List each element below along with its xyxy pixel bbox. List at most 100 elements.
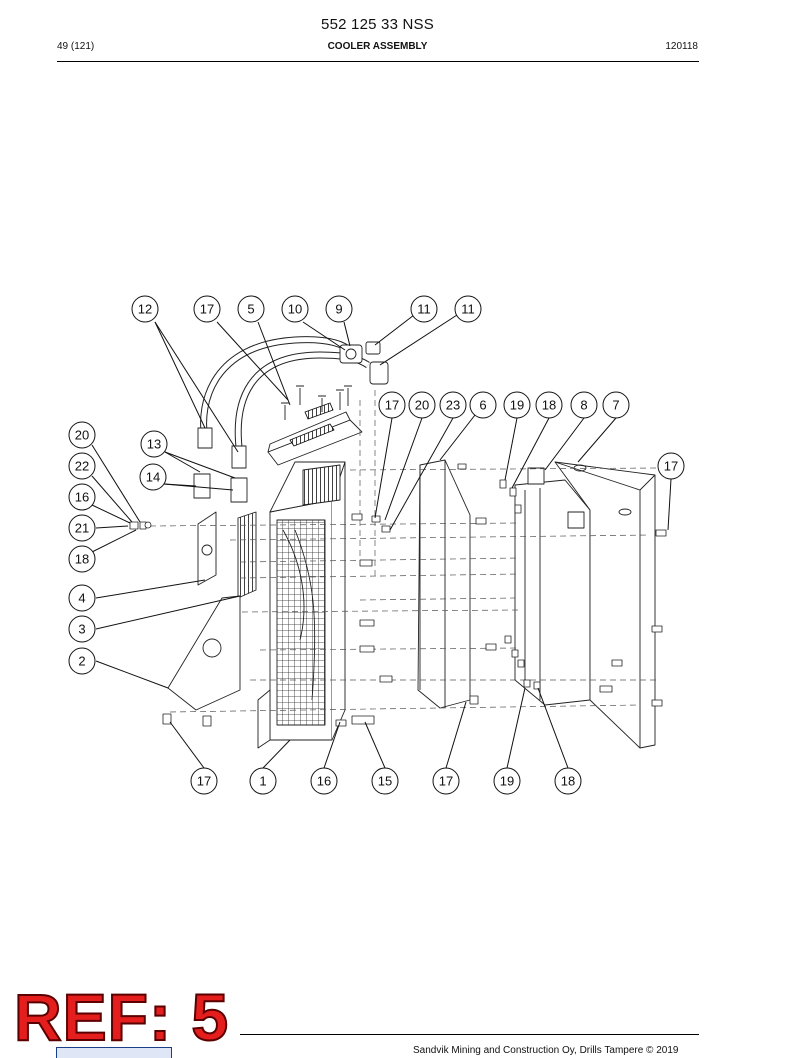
callout-balloon: 20	[408, 391, 436, 419]
leader-line	[544, 417, 585, 471]
callout-circle	[454, 295, 482, 323]
callout-balloon: 18	[554, 767, 582, 795]
callout-circle	[439, 391, 467, 419]
leader-line	[169, 721, 205, 769]
fan-shroud	[417, 459, 471, 709]
fan-grille	[276, 519, 326, 726]
callout-number: 5	[247, 302, 254, 317]
hose-fitting	[231, 445, 247, 469]
leader-line	[445, 701, 467, 769]
leader-line	[154, 321, 239, 453]
leader-line	[504, 417, 518, 481]
footer-copyright: Sandvik Mining and Construction Oy, Dril…	[413, 1045, 679, 1056]
callout-number: 16	[75, 490, 89, 505]
callout-number: 13	[147, 437, 161, 452]
callout-balloon: 16	[68, 483, 96, 511]
callout-number: 18	[542, 398, 556, 413]
callout-circle	[237, 295, 265, 323]
leader-line	[91, 475, 133, 523]
callout-balloon: 11	[454, 295, 482, 323]
leader-line	[95, 595, 241, 630]
date-code: 120118	[665, 41, 698, 52]
callout-number: 6	[479, 398, 486, 413]
leader-line	[506, 687, 526, 769]
callout-number: 18	[75, 552, 89, 567]
callout-number: 1	[259, 774, 266, 789]
callout-balloon: 6	[469, 391, 497, 419]
callout-number: 18	[561, 774, 575, 789]
callout-circle	[68, 584, 96, 612]
adapter-fitting	[230, 477, 248, 503]
leader-line	[95, 525, 129, 529]
leader-line	[439, 414, 476, 461]
callout-balloon: 20	[68, 421, 96, 449]
callout-circle	[410, 295, 438, 323]
callout-number: 11	[417, 302, 431, 317]
callout-number: 17	[664, 459, 678, 474]
leader-line	[262, 739, 291, 769]
callout-balloon: 19	[493, 767, 521, 795]
header-divider	[57, 61, 699, 62]
callout-balloon: 17	[657, 452, 685, 480]
callout-balloon: 19	[503, 391, 531, 419]
callout-circle	[68, 421, 96, 449]
leader-line	[163, 483, 234, 491]
callout-circle	[281, 295, 309, 323]
callout-balloon: 1	[249, 767, 277, 795]
callout-circle	[68, 615, 96, 643]
callout-circle	[140, 430, 168, 458]
callout-number: 20	[75, 428, 89, 443]
footer-divider	[240, 1034, 699, 1035]
leader-line	[302, 321, 346, 351]
callout-circle	[68, 452, 96, 480]
callout-number: 20	[415, 398, 429, 413]
adapter-fitting	[193, 473, 211, 499]
callout-number: 10	[288, 302, 302, 317]
callout-number: 3	[78, 622, 85, 637]
flange-plate	[197, 511, 217, 586]
leader-line	[577, 417, 617, 463]
callout-balloon: 3	[68, 615, 96, 643]
document-number: 552 125 33 NSS	[321, 16, 434, 33]
callout-balloon: 10	[281, 295, 309, 323]
callout-balloon: 18	[68, 545, 96, 573]
callout-balloon: 14	[139, 463, 167, 491]
callout-circle	[190, 767, 218, 795]
callout-balloon: 8	[570, 391, 598, 419]
leader-line	[667, 478, 672, 531]
leader-line	[537, 687, 569, 769]
hose-fitting	[197, 427, 213, 449]
callout-circle	[554, 767, 582, 795]
leader-line	[323, 721, 341, 769]
callout-circle	[310, 767, 338, 795]
leader-line	[91, 444, 141, 523]
leader-line	[95, 660, 169, 689]
callout-circle	[469, 391, 497, 419]
callout-circle	[131, 295, 159, 323]
leader-line	[91, 529, 137, 553]
leader-line	[379, 314, 458, 366]
callout-circle	[503, 391, 531, 419]
callout-number: 2	[78, 654, 85, 669]
callout-circle	[68, 647, 96, 675]
callout-balloon: 23	[439, 391, 467, 419]
callout-balloon: 13	[140, 430, 168, 458]
callout-circle	[325, 295, 353, 323]
callout-circle	[657, 452, 685, 480]
callout-balloon: 4	[68, 584, 96, 612]
callout-balloon: 15	[371, 767, 399, 795]
motor-plate	[237, 511, 257, 599]
callout-number: 19	[510, 398, 524, 413]
callout-number: 17	[200, 302, 214, 317]
leader-line	[154, 321, 206, 429]
callout-circle	[371, 767, 399, 795]
callout-number: 17	[439, 774, 453, 789]
leader-line	[364, 721, 386, 769]
callout-balloon: 17	[193, 295, 221, 323]
callout-circle	[602, 391, 630, 419]
leader-line	[216, 321, 289, 401]
callout-balloon: 11	[410, 295, 438, 323]
callout-circle	[68, 514, 96, 542]
callout-number: 7	[612, 398, 619, 413]
